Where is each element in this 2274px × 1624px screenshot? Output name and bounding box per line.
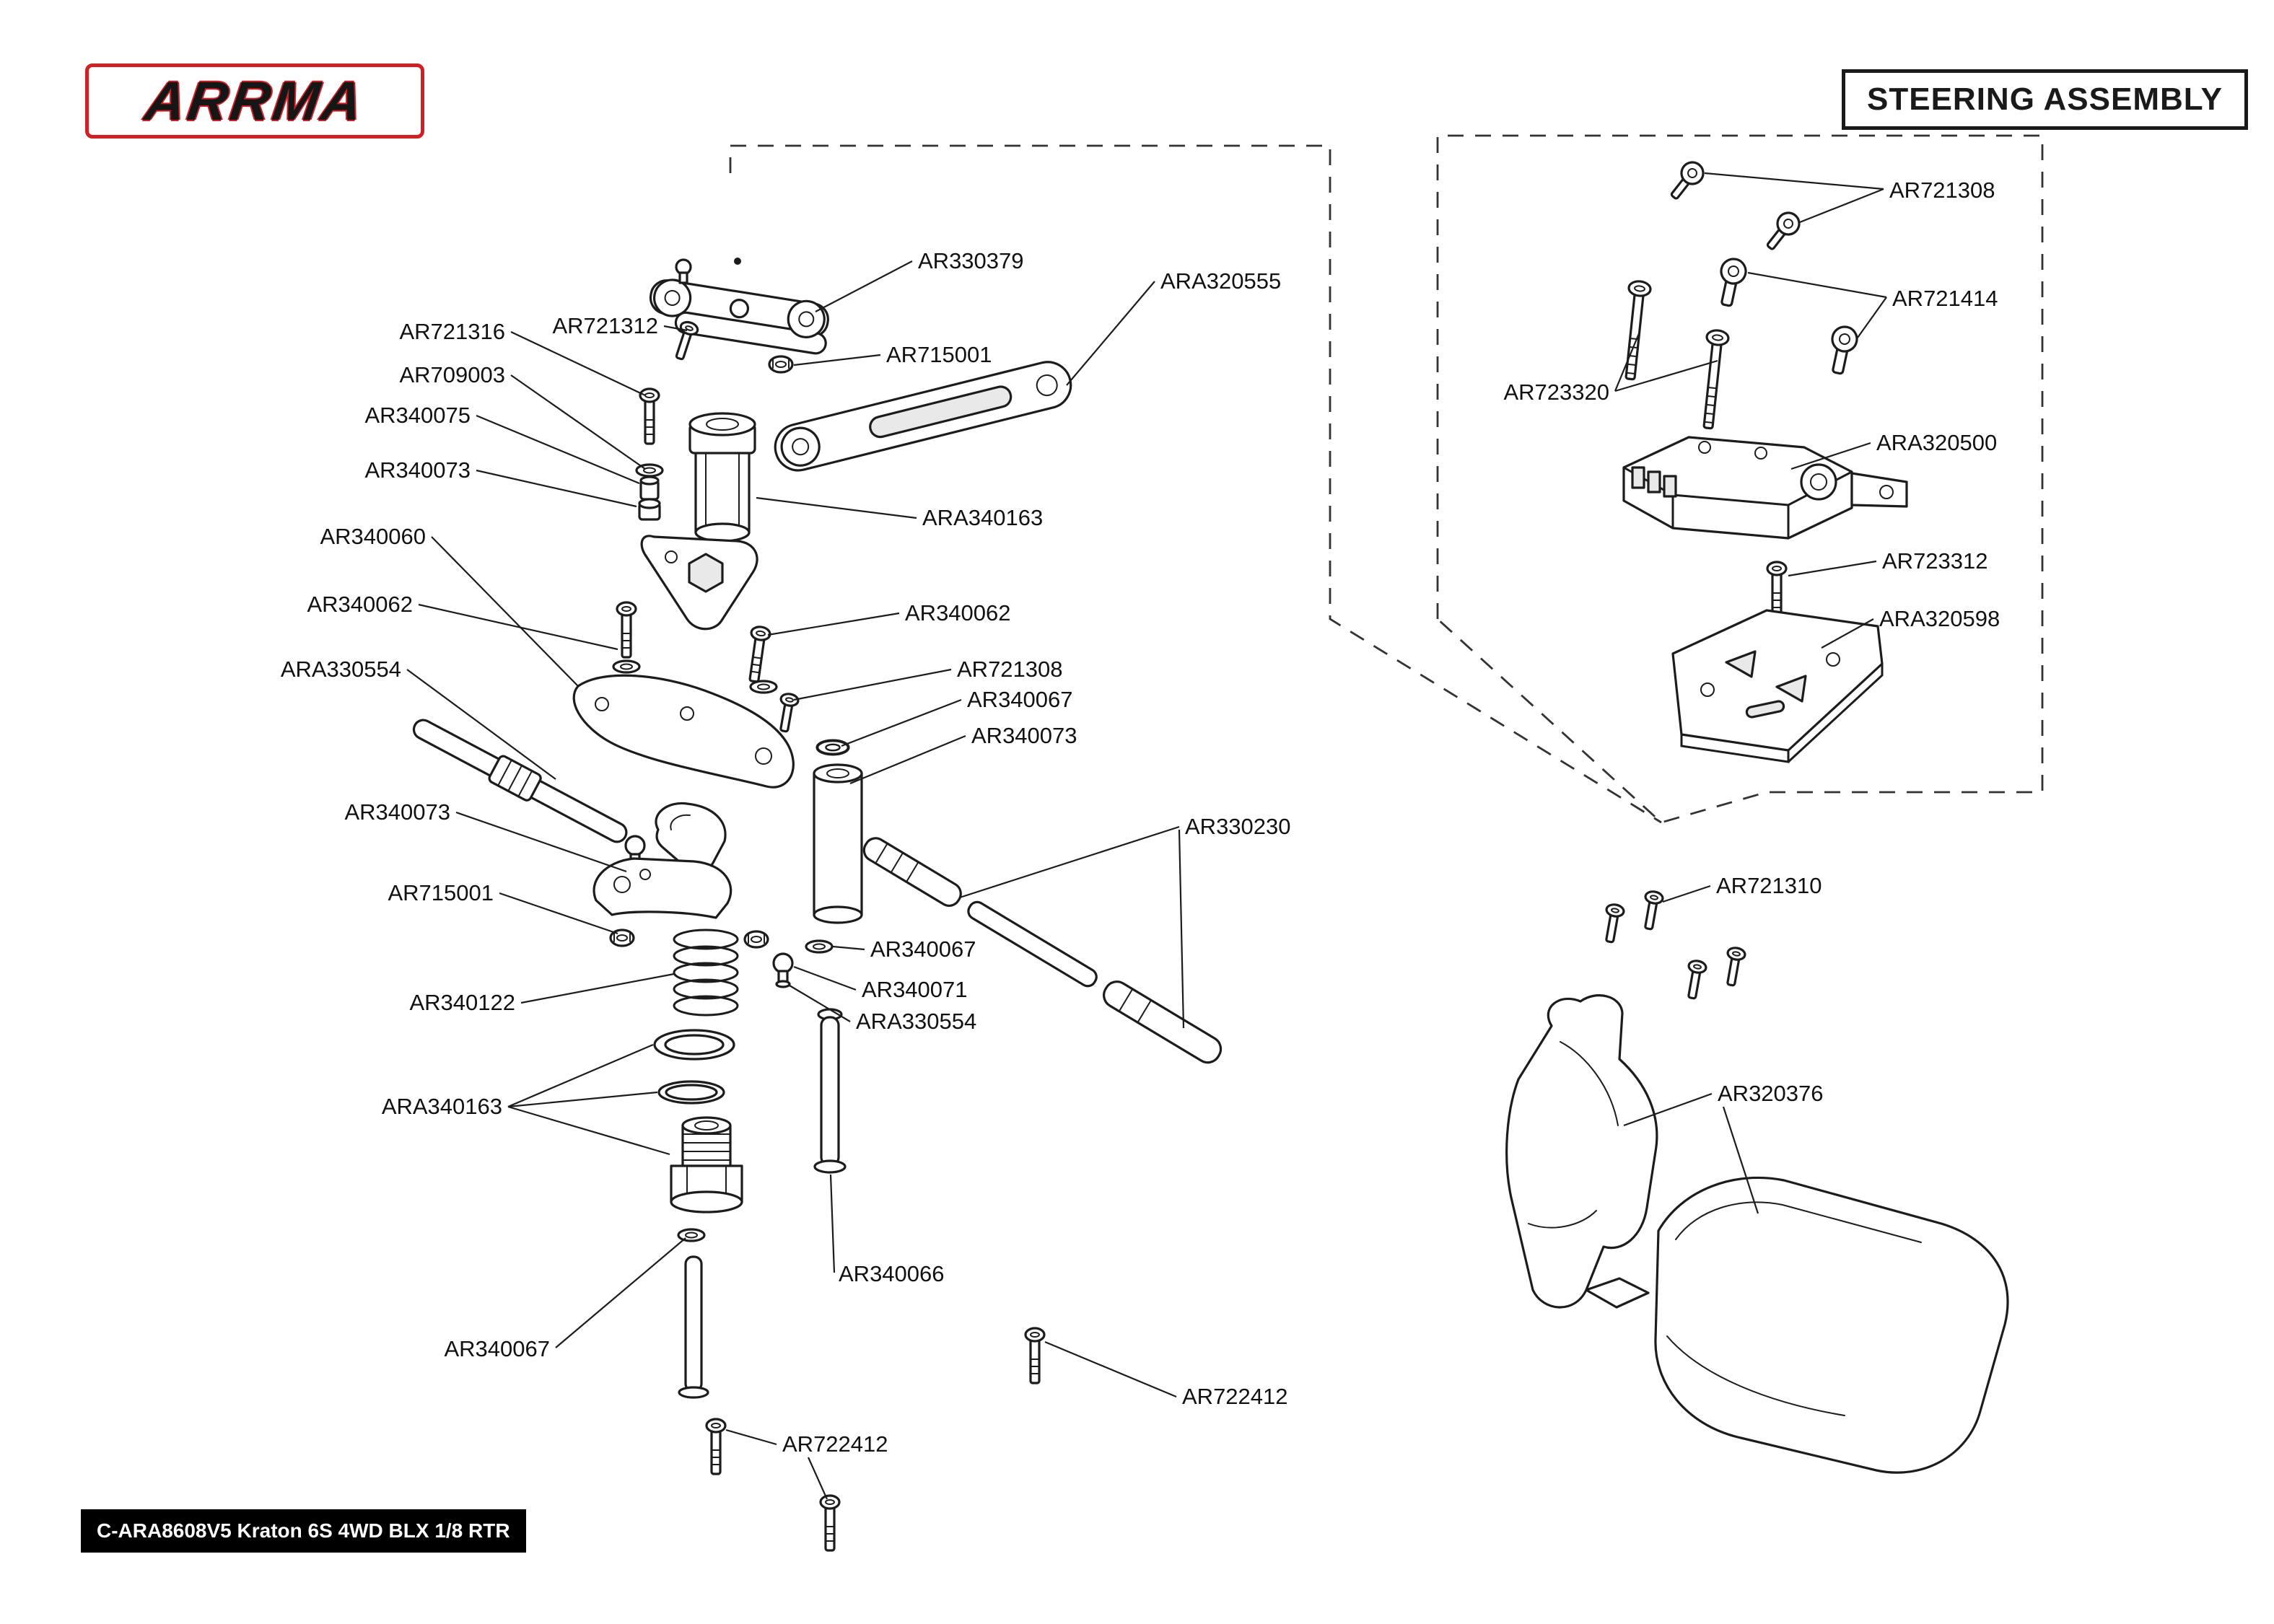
part-label: ARA330554 <box>856 1009 976 1034</box>
screw-mid-drawing <box>774 691 800 734</box>
model-code-badge: C-ARA8608V5 Kraton 6S 4WD BLX 1/8 RTR <box>81 1509 526 1553</box>
servo-saver-bellcrank-drawing <box>592 802 733 919</box>
steering-plate-drawing <box>572 674 795 789</box>
steering-rod-drawing <box>412 719 646 867</box>
part-label: ARA330554 <box>281 657 401 682</box>
servo-mount-drawing <box>1622 436 1908 540</box>
csk-screw-1-drawing <box>1663 157 1709 205</box>
part-label: AR320376 <box>1718 1081 1824 1106</box>
steering-post-drawing <box>688 412 756 543</box>
threaded-bushing-drawing <box>670 1116 743 1213</box>
servo-guard-right-drawing <box>1654 1176 2009 1474</box>
servo-guard-left-drawing <box>1505 994 1658 1309</box>
steering-arm-drawing <box>774 361 1072 472</box>
part-label: AR715001 <box>886 342 992 367</box>
screw-stack-drawing <box>635 387 664 521</box>
page-title: STEERING ASSEMBLY <box>1842 69 2248 130</box>
servo-plate-drawing <box>1671 609 1884 763</box>
button-screw-1-drawing <box>1713 255 1749 310</box>
part-label: AR721316 <box>399 319 505 344</box>
washer-left-drawing <box>612 659 641 674</box>
arrma-logo: ARRMA <box>85 63 424 139</box>
long-screw-1-drawing <box>1618 278 1653 382</box>
csk-screw-2-drawing <box>1759 207 1805 255</box>
part-label: ARA340163 <box>382 1094 502 1119</box>
servo-saver-spring-drawing <box>673 929 739 1017</box>
part-label: AR721414 <box>1892 286 1998 311</box>
part-label: AR340073 <box>344 799 450 825</box>
part-label: AR340060 <box>320 524 426 549</box>
part-label: AR340073 <box>364 457 471 483</box>
part-label: AR715001 <box>388 880 494 905</box>
steering-post-2-drawing <box>813 763 863 924</box>
guard-screw-1-drawing <box>1599 902 1626 945</box>
spring-rings-drawing <box>653 1029 735 1105</box>
guard-screw-3-drawing <box>1682 958 1708 1001</box>
part-label: ARA340163 <box>922 505 1043 530</box>
part-label: AR721310 <box>1716 873 1822 898</box>
part-label: AR723312 <box>1882 548 1988 574</box>
guard-screw-2-drawing <box>1638 889 1665 932</box>
upper-bellcrank-drawing <box>640 535 758 631</box>
part-label: AR709003 <box>399 362 505 387</box>
long-screw-2-drawing <box>1696 328 1731 431</box>
model-code-text: C-ARA8608V5 Kraton 6S 4WD BLX 1/8 RTR <box>97 1519 510 1542</box>
part-label: AR340073 <box>971 723 1077 748</box>
bottom-screw-2-drawing <box>819 1494 841 1552</box>
part-label: AR340075 <box>364 403 471 428</box>
reference-dot <box>734 258 741 265</box>
pivot-pin-drawing <box>678 1255 709 1399</box>
leader-lines <box>406 172 1887 1500</box>
turnbuckle-drawing <box>862 837 1223 1064</box>
guard-screw-4-drawing <box>1720 945 1747 988</box>
part-label: AR340122 <box>409 990 515 1015</box>
ball-stud-drawing <box>675 258 692 284</box>
part-label: AR721308 <box>957 657 1063 682</box>
part-label: AR330379 <box>918 248 1024 273</box>
part-label: AR340062 <box>307 592 413 617</box>
page-title-text: STEERING ASSEMBLY <box>1867 82 2223 117</box>
part-label: AR723320 <box>1503 379 1609 405</box>
mount-screw-drawing <box>1766 561 1788 618</box>
part-label: AR721312 <box>552 313 658 338</box>
part-label: AR722412 <box>782 1431 888 1457</box>
part-label: AR340067 <box>870 936 976 962</box>
subassembly-outline-left <box>729 144 1662 824</box>
part-label: AR340062 <box>905 600 1011 626</box>
steering-top-link-drawing <box>649 278 829 355</box>
button-screw-2-drawing <box>1824 323 1860 377</box>
part-label: AR330230 <box>1185 814 1291 839</box>
part-label: ARA320598 <box>1879 606 2000 631</box>
bottom-screw-3-drawing <box>1024 1327 1046 1384</box>
flat-screw-right-drawing <box>743 624 772 684</box>
hinge-pin-drawing <box>813 1008 847 1174</box>
part-label: AR722412 <box>1182 1384 1288 1409</box>
flat-screw-left-drawing <box>616 601 637 659</box>
part-label: AR340067 <box>444 1336 550 1361</box>
washer-bottom-drawing <box>677 1228 706 1242</box>
part-labels: AR330379 ARA320555 AR721316 AR721312 AR7… <box>281 177 2000 1457</box>
bottom-screw-1-drawing <box>705 1418 727 1475</box>
part-label: AR340067 <box>967 687 1073 712</box>
part-label: ARA320500 <box>1876 430 1997 455</box>
washer-right-drawing <box>749 680 778 694</box>
part-label: ARA320555 <box>1160 268 1281 294</box>
locknut-top-drawing <box>768 355 794 374</box>
part-label: AR340071 <box>862 977 968 1002</box>
part-label: AR340066 <box>839 1261 945 1286</box>
washer-mid-drawing <box>815 739 850 756</box>
part-label: AR721308 <box>1889 177 1995 203</box>
ball-hardware-drawing <box>743 930 834 988</box>
